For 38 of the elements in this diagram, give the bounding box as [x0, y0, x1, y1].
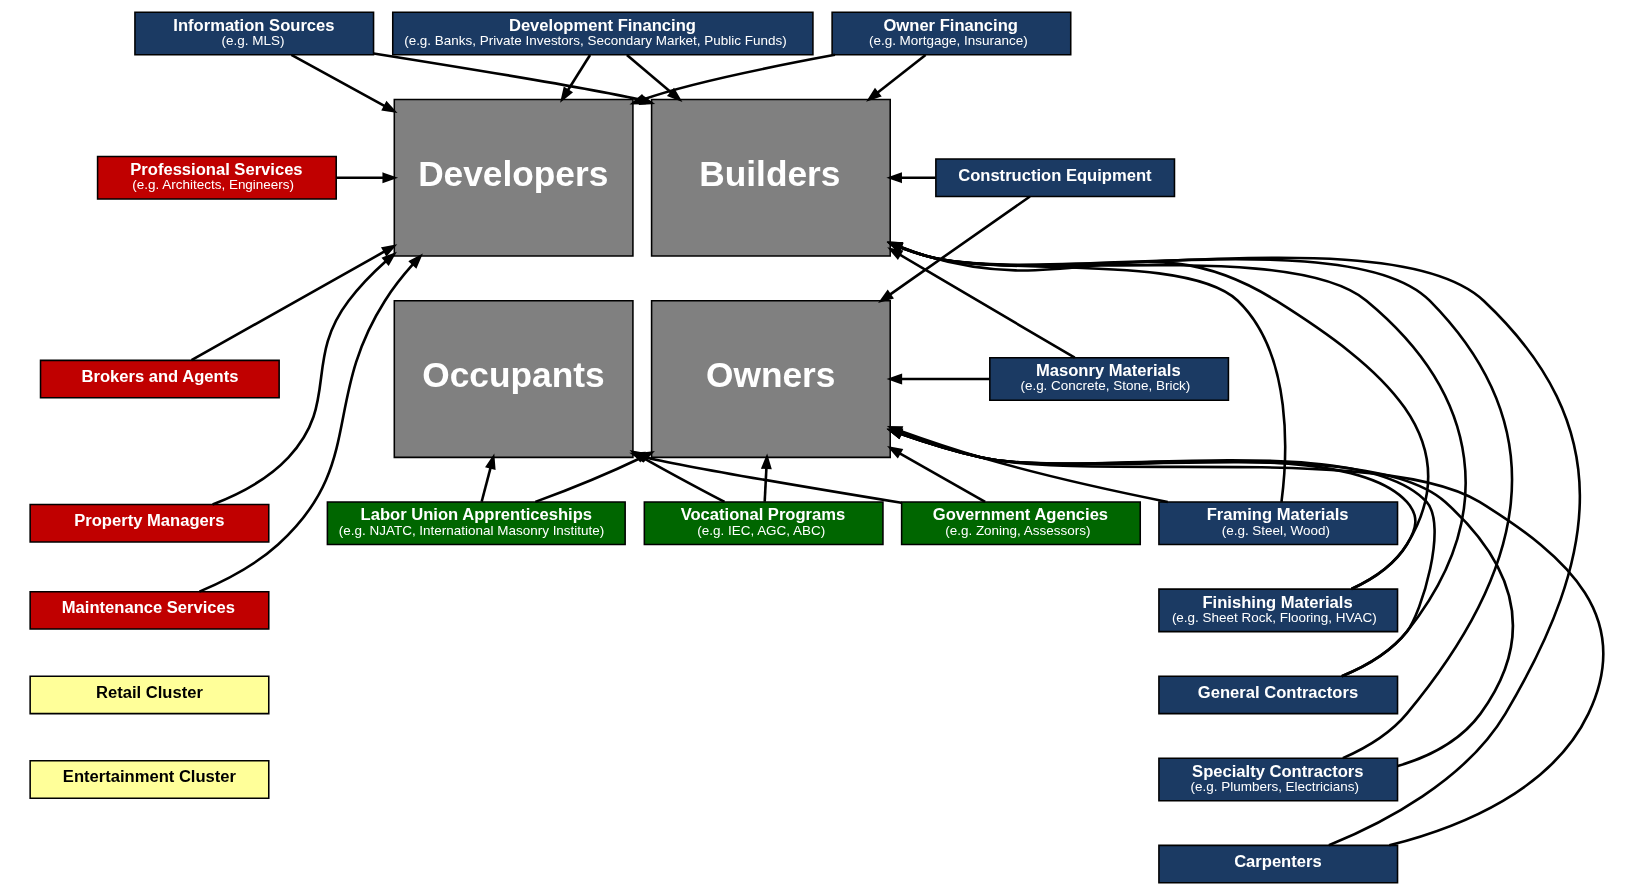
node-box: General Contractors [1157, 675, 1398, 715]
arrow [198, 253, 423, 593]
arrow [559, 54, 591, 103]
node-box: Retail Cluster [28, 675, 270, 715]
node-box: Development Financing (e.g. Banks, Private Investors, Secondary Market, Public Funds) [391, 11, 814, 56]
node-box: Builders [650, 98, 891, 257]
node-box: Property Managers [28, 503, 270, 543]
arrow [886, 247, 1075, 359]
node-box: Maintenance Services [28, 590, 270, 630]
node-box: Owners [650, 299, 891, 459]
node-box: Masonry Materials (e.g. Concrete, Stone, Brick) [988, 357, 1229, 402]
node-box: Vocational Programs (e.g. IEC, AGC, ABC) [643, 501, 884, 546]
node-box: Information Sources (e.g. MLS) [133, 11, 374, 56]
node-box: Developers [393, 98, 634, 257]
arrow [886, 446, 986, 503]
arrow [335, 172, 398, 184]
node-box: Entertainment Cluster [28, 760, 270, 799]
node-box: Brokers and Agents [39, 359, 280, 399]
arrow [479, 453, 496, 503]
node-box: Professional Services (e.g. Architects, Engineers) [96, 155, 337, 200]
arrow [290, 53, 398, 114]
node-box: Occupants [393, 299, 634, 459]
arrow [760, 453, 772, 502]
node-box: Owner Financing (e.g. Mortgage, Insurance) [830, 11, 1071, 56]
node-box: Carpenters [1157, 844, 1398, 884]
node-box: Finishing Materials (e.g. Sheet Rock, Flooring, HVAC) [1157, 588, 1398, 633]
node-box: Construction Equipment [934, 158, 1175, 198]
arrow [190, 244, 397, 362]
node-box: Specialty Contractors (e.g. Plumbers, Electricians) [1157, 757, 1398, 802]
arrow [625, 53, 682, 102]
node-box: Government Agencies (e.g. Zoning, Assessors) [900, 501, 1141, 546]
node-box: Labor Union Apprenticeships (e.g. NJATC, International Masonry Institute) [326, 501, 626, 546]
arrow [211, 251, 397, 506]
arrow [877, 195, 1031, 303]
arrow [886, 373, 990, 385]
arrow [865, 53, 926, 102]
node-box: Framing Materials (e.g. Steel, Wood) [1157, 501, 1398, 546]
arrow [885, 172, 936, 184]
